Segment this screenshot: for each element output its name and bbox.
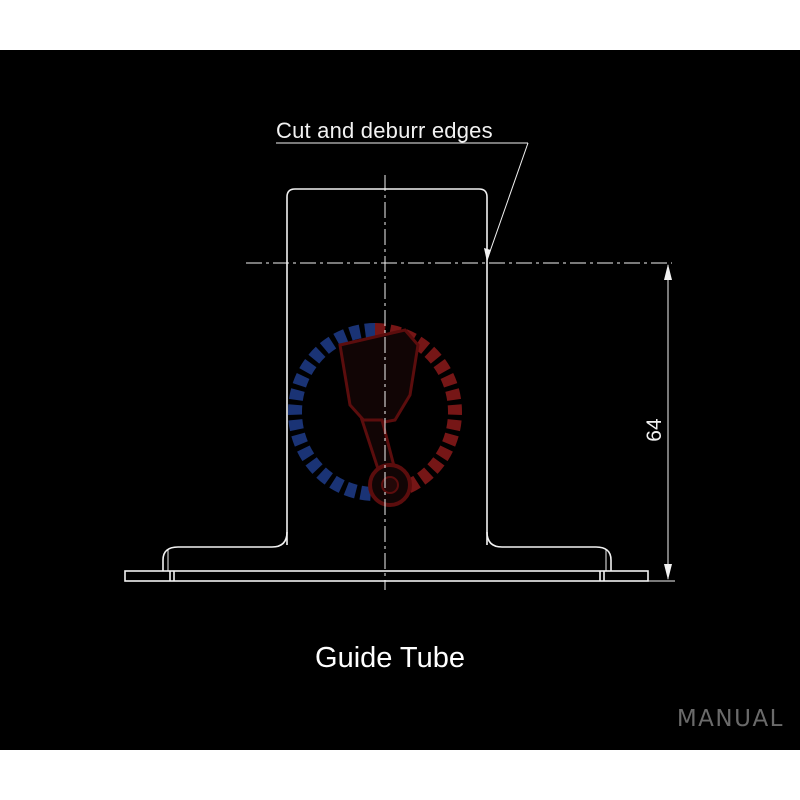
callout-text: Cut and deburr edges xyxy=(276,118,493,143)
piston-gear-logo-icon xyxy=(288,323,462,507)
drawing-title: Guide Tube xyxy=(315,642,465,674)
callout-leader xyxy=(486,142,529,261)
guide-tube-outline xyxy=(124,188,649,582)
dimension-64 xyxy=(611,264,675,582)
callout-arrowhead xyxy=(484,248,491,262)
dimension-value: 64 xyxy=(643,418,666,442)
watermark-text: MANUAL xyxy=(676,706,784,732)
